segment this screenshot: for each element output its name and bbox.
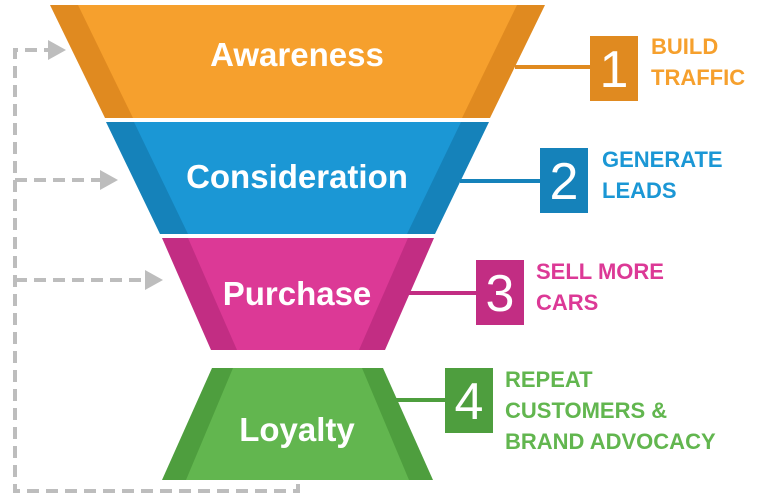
loyalty-goal-line-1: REPEAT <box>505 367 593 392</box>
step-3-badge <box>476 260 524 325</box>
feedback-loop-line <box>13 48 300 493</box>
loyalty-label: Loyalty <box>239 411 355 448</box>
purchase-goal: SELL MORE CARS <box>536 259 670 315</box>
consideration-goal-line-1: GENERATE <box>602 147 723 172</box>
consideration-funnel-band <box>134 122 461 234</box>
step-2-number: 2 <box>550 153 579 211</box>
awareness-goal: BUILD TRAFFIC <box>651 34 745 90</box>
stage-loyalty: Loyalty 4 REPEAT CUSTOMERS & BRAND ADVOC… <box>162 367 716 480</box>
awareness-goal-line-2: TRAFFIC <box>651 65 745 90</box>
stage-consideration: Consideration 2 GENERATE LEADS <box>106 122 729 234</box>
feedback-arrow-purchase <box>145 270 163 290</box>
step-2-badge <box>540 148 588 213</box>
purchase-goal-line-2: CARS <box>536 290 598 315</box>
loyalty-goal-line-2: CUSTOMERS & <box>505 398 667 423</box>
step-4-number: 4 <box>455 373 484 431</box>
loyalty-goal: REPEAT CUSTOMERS & BRAND ADVOCACY <box>505 367 716 454</box>
awareness-funnel-band <box>78 5 517 118</box>
awareness-goal-line-1: BUILD <box>651 34 718 59</box>
stage-awareness: Awareness 1 BUILD TRAFFIC <box>50 5 745 118</box>
loyalty-goal-line-3: BRAND ADVOCACY <box>505 429 716 454</box>
consideration-label: Consideration <box>186 158 408 195</box>
consideration-goal: GENERATE LEADS <box>602 147 729 203</box>
step-1-number: 1 <box>600 41 629 99</box>
stage-purchase: Purchase 3 SELL MORE CARS <box>162 238 670 350</box>
feedback-arrow-awareness <box>48 40 66 60</box>
loyalty-base-band <box>186 368 409 480</box>
feedback-loop <box>13 40 300 493</box>
purchase-label: Purchase <box>223 275 372 312</box>
awareness-label: Awareness <box>210 36 384 73</box>
step-4-badge <box>445 368 493 433</box>
purchase-funnel-band <box>188 238 408 350</box>
feedback-arrow-consideration <box>100 170 118 190</box>
purchase-goal-line-1: SELL MORE <box>536 259 664 284</box>
step-1-badge <box>590 36 638 101</box>
consideration-goal-line-2: LEADS <box>602 178 677 203</box>
step-3-number: 3 <box>486 265 515 323</box>
